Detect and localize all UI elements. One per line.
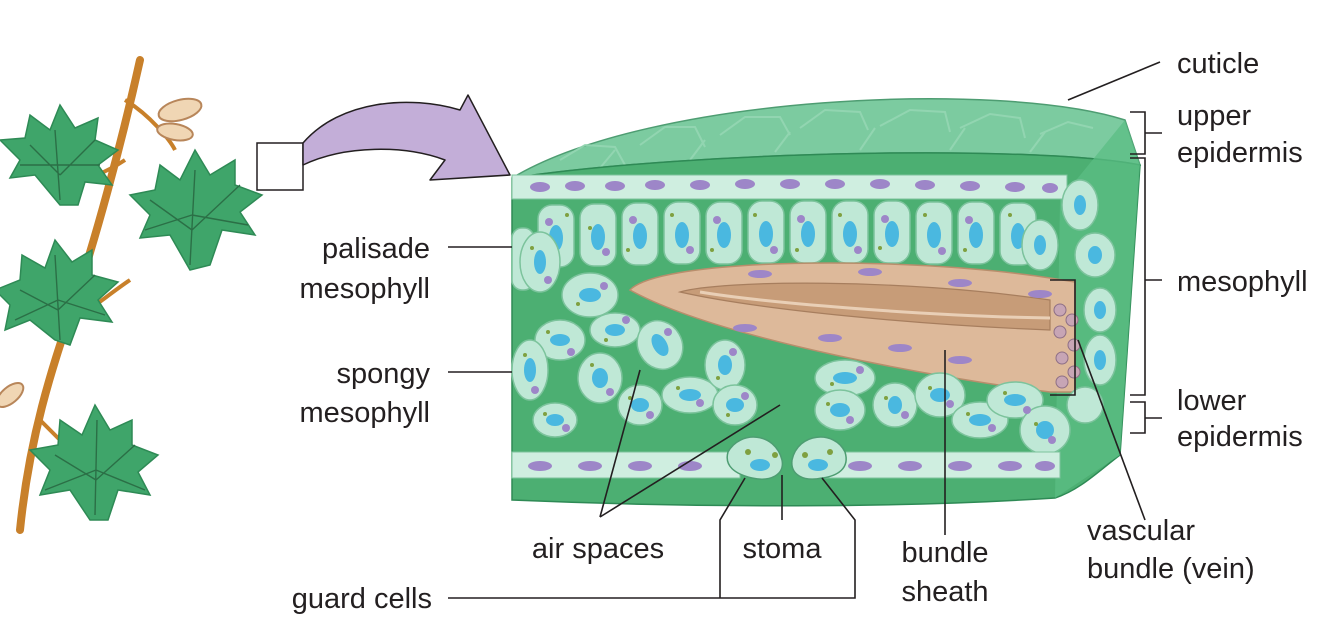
plant-sprig (0, 56, 264, 534)
label-palisade-line2: mesophyll (299, 273, 430, 305)
spongy-cells (511, 179, 1117, 455)
leaf (128, 148, 264, 271)
label-air-spaces: air spaces (532, 533, 664, 565)
label-lower-epidermis-line1: lower (1177, 385, 1247, 417)
palisade-cells (511, 200, 1037, 291)
leader-lines (448, 61, 1162, 599)
label-vascular-bundle-line1: vascular (1087, 515, 1195, 547)
label-mesophyll: mesophyll (1177, 266, 1308, 298)
label-vascular-bundle-line2: bundle (vein) (1087, 553, 1255, 585)
text-labels: cuticle upper epidermis mesophyll lower … (292, 48, 1308, 615)
leaf (0, 103, 120, 206)
guard-cells (726, 436, 847, 480)
label-upper-epidermis-line2: epidermis (1177, 137, 1303, 169)
leaf (0, 238, 120, 346)
label-spongy-line1: spongy (336, 358, 430, 390)
seed-pod (157, 97, 203, 123)
magnification-box (256, 142, 304, 191)
label-guard-cells: guard cells (292, 583, 432, 615)
label-bundle-sheath-line2: sheath (901, 576, 988, 608)
label-spongy-line2: mesophyll (299, 397, 430, 429)
label-bundle-sheath-line1: bundle (901, 537, 988, 569)
leaf (28, 403, 160, 521)
label-stoma: stoma (743, 533, 823, 565)
vein-core (677, 282, 1051, 331)
leaf-block (511, 98, 1142, 507)
label-upper-epidermis-line1: upper (1177, 100, 1252, 132)
label-cuticle: cuticle (1177, 48, 1259, 80)
label-palisade-line1: palisade (322, 233, 430, 265)
label-lower-epidermis-line2: epidermis (1177, 421, 1303, 453)
magnify-arrow (302, 94, 511, 181)
